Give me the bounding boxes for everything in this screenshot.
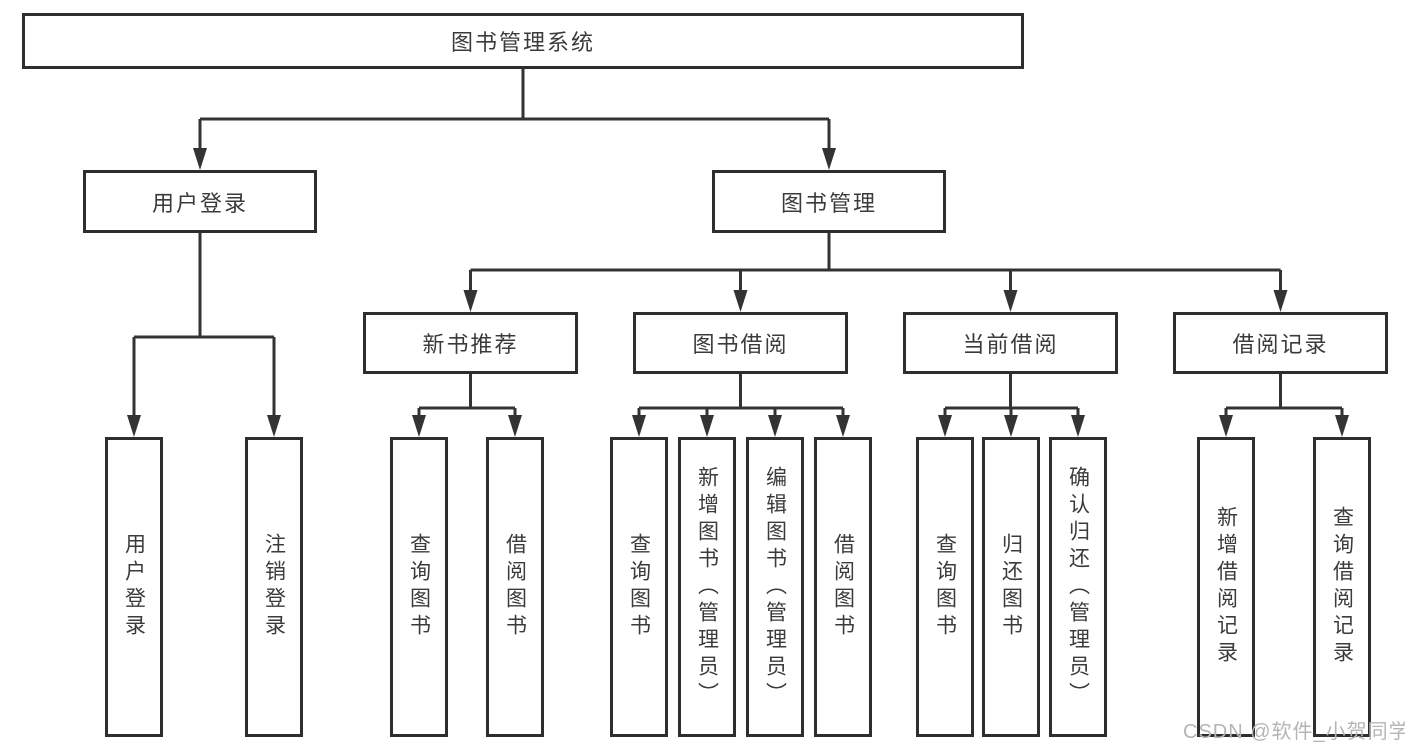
leaf-add-borrow-record-label: 新增借阅记录 [1214,506,1238,668]
leaf-edit-books-admin: 编辑图书（管理员） [746,437,804,737]
leaf-user-login: 用户登录 [105,437,163,737]
node-book-borrowing: 图书借阅 [633,312,848,374]
leaf-add-borrow-record: 新增借阅记录 [1197,437,1255,737]
leaf-return-books: 归还图书 [982,437,1040,737]
node-user-login-label: 用户登录 [151,190,248,216]
leaf-query-books-current-label: 查询图书 [933,533,957,641]
csdn-watermark: CSDN @软件_小贺同学 [1183,721,1405,743]
leaf-add-books-admin: 新增图书（管理员） [678,437,736,737]
node-current-borrowing-label: 当前借阅 [962,332,1059,357]
node-current-borrowing: 当前借阅 [903,312,1118,374]
node-book-borrowing-label: 图书借阅 [692,332,789,357]
leaf-return-books-label: 归还图书 [999,533,1023,641]
node-book-management: 图书管理 [712,170,946,233]
node-book-management-label: 图书管理 [780,190,877,216]
node-library-management-system: 图书管理系统 [22,13,1024,69]
node-new-book-recommend: 新书推荐 [363,312,578,374]
node-library-management-system-label: 图书管理系统 [450,30,595,55]
leaf-logout-login-label: 注销登录 [262,533,286,641]
node-user-login: 用户登录 [83,170,317,233]
leaf-borrow-books-borrowing-label: 借阅图书 [831,533,855,641]
leaf-borrow-books-recommend: 借阅图书 [486,437,544,737]
leaf-edit-books-admin-label: 编辑图书（管理员） [763,465,787,709]
leaf-user-login-label: 用户登录 [122,533,146,641]
leaf-query-borrow-record: 查询借阅记录 [1313,437,1371,737]
leaf-query-books-borrowing: 查询图书 [610,437,668,737]
leaf-add-books-admin-label: 新增图书（管理员） [695,465,719,709]
leaf-borrow-books-borrowing: 借阅图书 [814,437,872,737]
leaf-query-books-borrowing-label: 查询图书 [627,533,651,641]
leaf-logout-login: 注销登录 [245,437,303,737]
leaf-confirm-return-admin-label: 确认归还（管理员） [1066,465,1090,709]
node-borrowing-records-label: 借阅记录 [1232,332,1329,357]
leaf-query-borrow-record-label: 查询借阅记录 [1330,506,1354,668]
leaf-query-books-recommend-label: 查询图书 [407,533,431,641]
leaf-query-books-current: 查询图书 [916,437,974,737]
node-new-book-recommend-label: 新书推荐 [422,332,519,357]
node-borrowing-records: 借阅记录 [1173,312,1388,374]
leaf-query-books-recommend: 查询图书 [390,437,448,737]
leaf-confirm-return-admin: 确认归还（管理员） [1049,437,1107,737]
leaf-borrow-books-recommend-label: 借阅图书 [503,533,527,641]
